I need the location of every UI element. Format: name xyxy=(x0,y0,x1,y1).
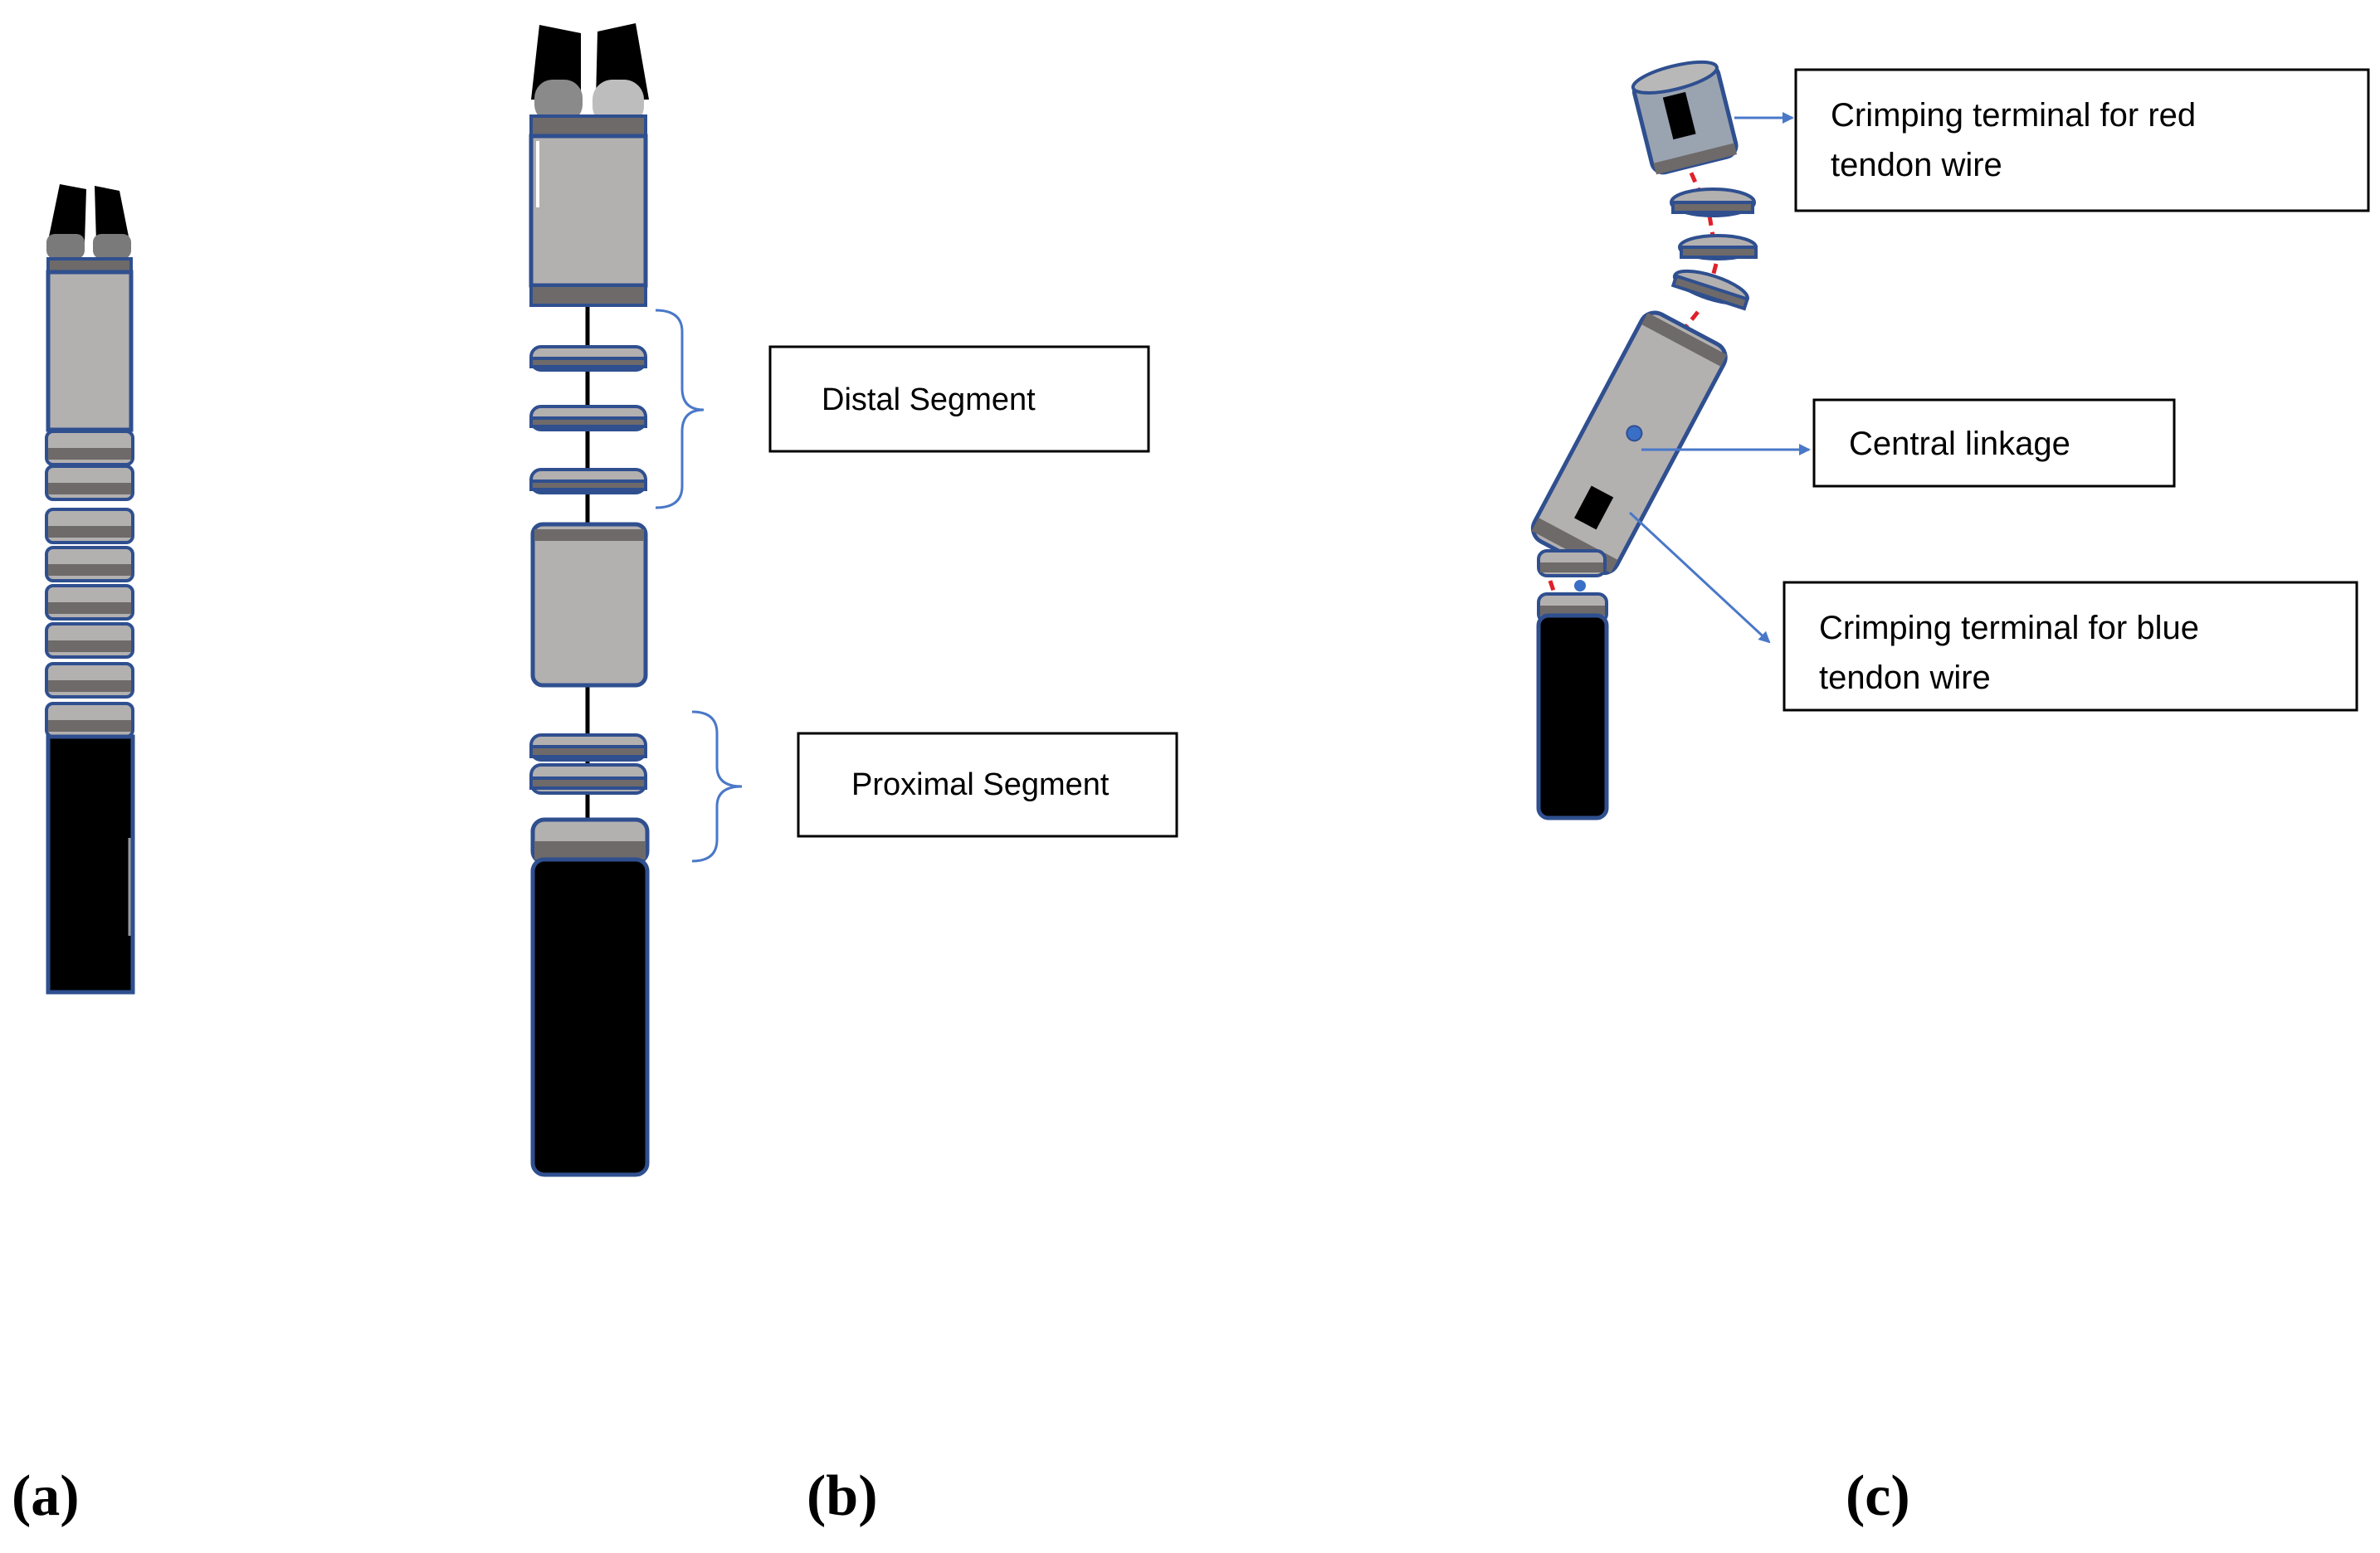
gripper-right-jaw xyxy=(95,186,129,242)
blue-terminal-label-1: Crimping terminal for blue xyxy=(1819,610,2199,646)
panel-a-disc-stack xyxy=(45,430,134,738)
panel-label-b: (b) xyxy=(807,1464,878,1528)
panel-b-robot: Distal Segment Proximal Segment xyxy=(529,23,1178,1177)
red-crimp-cylinder xyxy=(1631,60,1739,175)
proximal-label: Proximal Segment xyxy=(851,767,1110,802)
central-linkage-dot xyxy=(1626,425,1643,442)
red-terminal-label-1: Crimping terminal for red xyxy=(1831,97,2196,134)
proximal-bracket xyxy=(691,710,743,863)
blue-terminal-box xyxy=(1783,581,2358,712)
distal-bracket xyxy=(655,309,705,509)
red-terminal-label-2: tendon wire xyxy=(1831,147,2002,183)
panel-c-robot: Crimping terminal for red tendon wire Ce… xyxy=(1530,60,2370,820)
tilted-link-cylinder xyxy=(1530,310,1728,576)
panel-a-upper-body xyxy=(46,270,134,432)
panel-b-middle-body xyxy=(530,522,648,688)
proximal-discs xyxy=(529,733,647,795)
panel-label-c: (c) xyxy=(1846,1464,1910,1528)
red-terminal-box xyxy=(1794,68,2370,212)
blue-terminal-label-2: tendon wire xyxy=(1819,660,1991,696)
gripper-left-pad-b xyxy=(534,80,583,123)
central-linkage-box xyxy=(1812,398,2176,488)
distal-discs xyxy=(529,345,647,494)
panel-label-a: (a) xyxy=(12,1464,80,1528)
panel-a-robot xyxy=(45,184,135,995)
gripper-left-jaw xyxy=(48,184,86,242)
panel-c-discs xyxy=(1670,187,1758,311)
panel-a-base xyxy=(46,734,135,995)
panel-b-upper-body xyxy=(529,134,648,288)
gripper-left-pad xyxy=(46,234,85,259)
proximal-label-box xyxy=(797,732,1178,838)
gripper-right-pad xyxy=(93,234,131,259)
distal-label-box xyxy=(768,345,1150,453)
distal-label: Distal Segment xyxy=(822,382,1036,417)
panel-c-base xyxy=(1536,613,1609,820)
panel-b-base xyxy=(530,857,650,1177)
central-linkage-label: Central linkage xyxy=(1849,426,2070,462)
